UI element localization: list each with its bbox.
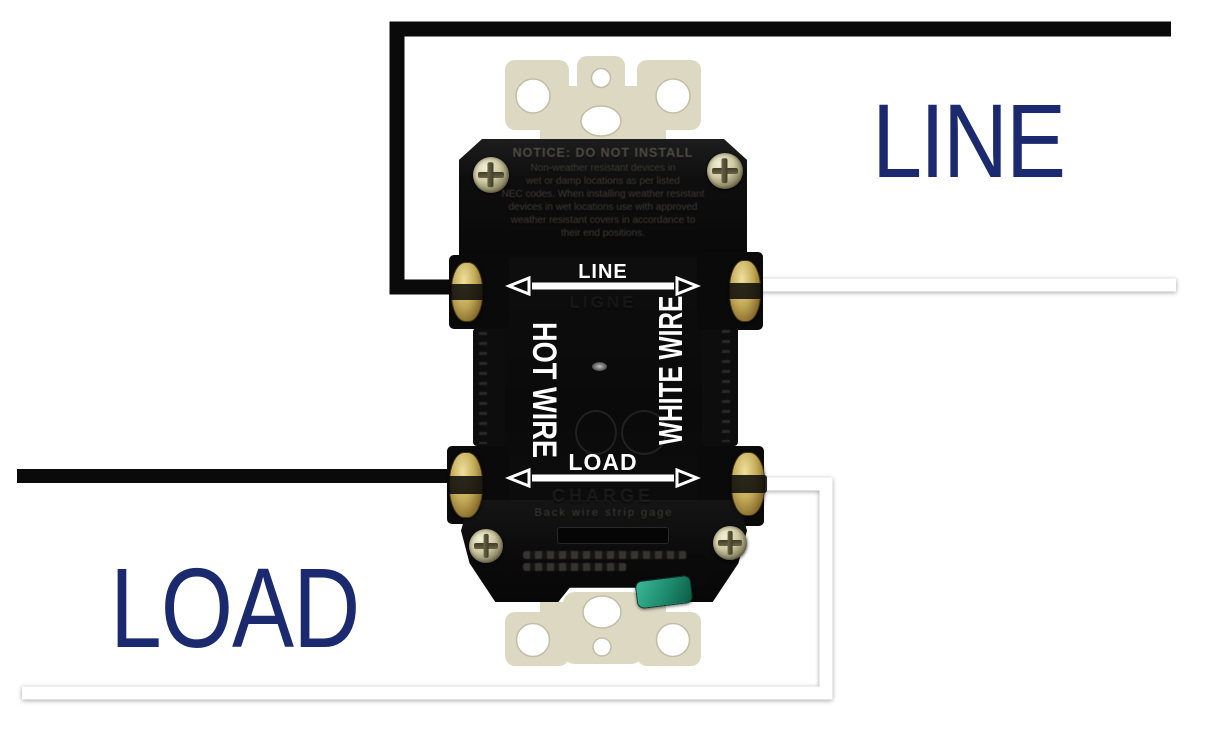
top-mounting-strap <box>505 56 701 142</box>
embossed-notice-line: their end positions. <box>561 228 645 239</box>
embossed-french-line-blur <box>523 551 687 559</box>
embossed-notice-line: Non-weather resistant devices in <box>530 163 676 174</box>
embossed-notice-line: wet or damp locations as per listed <box>526 176 680 187</box>
line-terminals-double-arrow <box>505 276 701 296</box>
gfci-left-side-rail <box>473 328 505 446</box>
embossed-notice-line: devices in wet locations use with approv… <box>508 202 698 213</box>
side-rating-marks-right <box>722 330 730 442</box>
gfci-head-section <box>459 139 747 255</box>
strap-hole <box>590 67 612 89</box>
load-terminals-double-arrow <box>505 468 701 488</box>
strap-hole <box>515 622 551 658</box>
embossed-strip-gage-label: Back wire strip gage <box>534 507 674 519</box>
load-callout-label: LOAD <box>110 544 360 672</box>
load-neutral-white-wire <box>22 477 833 700</box>
embossed-french-line-blur <box>523 563 627 571</box>
indicator-led <box>592 362 607 371</box>
line-terminal-screw-left <box>449 262 485 322</box>
embossed-charge-label: CHARGE <box>551 486 654 506</box>
device-load-label: LOAD <box>568 449 638 475</box>
bottom-mounting-strap <box>505 592 701 666</box>
assembly-screw-top-right <box>707 153 743 189</box>
strap-slot-hole <box>582 595 622 629</box>
assembly-screw-bottom-left <box>469 529 503 563</box>
strip-gage-slot <box>557 527 669 544</box>
load-terminal-screw-right <box>729 452 767 516</box>
device-white-wire-label: WHITE WIRE <box>652 295 689 445</box>
line-hot-black-wire <box>389 21 1171 295</box>
strap-hole <box>655 622 691 658</box>
gfci-mid-body <box>497 258 709 512</box>
assembly-screw-top-left <box>473 157 509 193</box>
embossed-notice-line: NEC codes. When installing weather resis… <box>501 189 705 200</box>
gfci-right-side-rail <box>702 326 738 446</box>
line-callout-label: LINE <box>872 84 1066 201</box>
certification-mark-circle <box>621 410 667 455</box>
certification-mark-circle <box>575 410 617 455</box>
embossed-ligne-label: LIGNE <box>569 293 637 312</box>
embossed-notice-title: NOTICE: DO NOT INSTALL <box>512 146 694 160</box>
strap-slot-hole <box>580 105 622 137</box>
embossed-notice-line: weather resistant covers in accordance t… <box>510 215 696 226</box>
strap-hole <box>592 637 612 657</box>
load-terminal-screw-left <box>447 452 485 518</box>
side-rating-marks-left <box>479 332 487 444</box>
strap-hole <box>515 78 551 114</box>
strap-hole <box>655 78 691 114</box>
line-terminal-screw-right <box>727 260 763 322</box>
device-hot-wire-label: HOT WIRE <box>525 322 563 458</box>
device-line-label: LINE <box>578 261 628 283</box>
embossed-notice-lines: Non-weather resistant devices in wet or … <box>459 162 747 240</box>
assembly-screw-bottom-right <box>713 526 747 560</box>
